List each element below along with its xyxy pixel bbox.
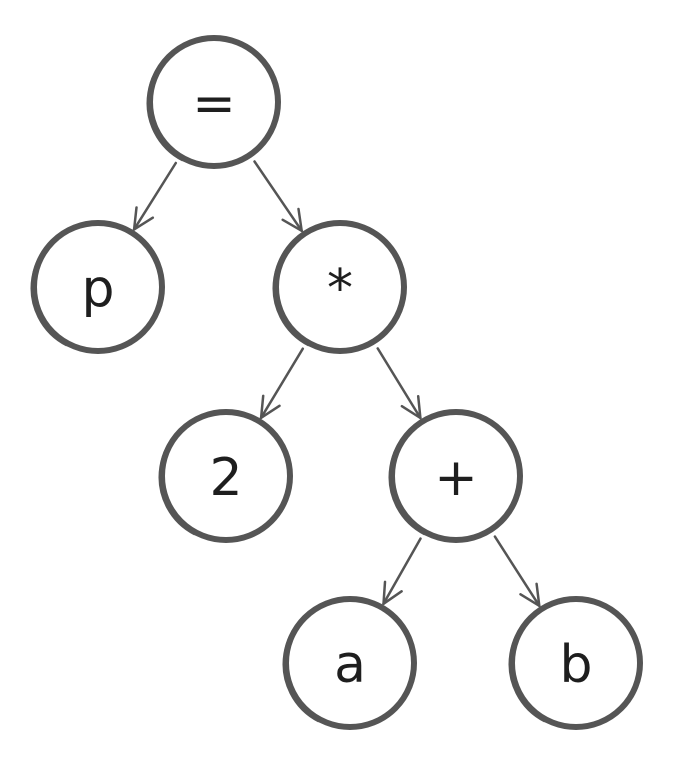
node-outline-accent	[146, 38, 203, 162]
tree-edges	[132, 160, 541, 608]
node-circle	[509, 596, 643, 730]
node-label: +	[434, 448, 478, 508]
node-label: p	[81, 259, 114, 319]
tree-node-a: a	[282, 596, 417, 730]
edge-line	[132, 161, 178, 231]
arrowhead-icon	[400, 394, 422, 420]
edge-line	[259, 347, 305, 420]
edge-plus-to-a	[382, 537, 422, 606]
tree-nodes: = p * 2 + a b	[30, 35, 643, 730]
edge-eq-to-mul	[253, 160, 303, 233]
tree-node-b: b	[508, 596, 643, 730]
node-circle	[159, 409, 293, 543]
node-circle	[31, 220, 165, 354]
tree-node-eq: =	[146, 35, 281, 169]
edge-eq-to-p	[132, 161, 178, 231]
arrowhead-icon	[259, 394, 281, 420]
arrowhead-icon	[281, 207, 303, 233]
edge-line	[253, 160, 303, 233]
node-label: b	[559, 635, 592, 695]
node-label: a	[334, 635, 366, 695]
edge-line	[382, 537, 422, 606]
node-outline-accent	[508, 599, 565, 723]
tree-node-plus: +	[388, 409, 523, 543]
node-label: *	[327, 259, 353, 319]
node-outline-accent	[282, 599, 339, 723]
node-circle	[273, 220, 407, 354]
edge-plus-to-b	[493, 535, 541, 608]
tree-node-mul: *	[272, 220, 407, 354]
edge-mul-to-plus	[376, 347, 422, 420]
edge-mul-to-two	[259, 347, 305, 420]
node-outline-accent	[30, 223, 87, 347]
node-circle	[283, 596, 417, 730]
tree-node-p: p	[30, 220, 165, 354]
arrowhead-icon	[382, 580, 403, 606]
edge-line	[376, 347, 422, 420]
node-circle	[147, 35, 281, 169]
node-label: =	[192, 74, 236, 134]
node-circle	[389, 409, 523, 543]
tree-node-two: 2	[158, 409, 293, 543]
arrowhead-icon	[132, 206, 155, 231]
edge-line	[493, 535, 541, 608]
arrowhead-icon	[519, 582, 541, 608]
node-outline-accent	[158, 412, 215, 536]
node-outline-accent	[272, 223, 329, 347]
node-label: 2	[209, 448, 242, 508]
node-outline-accent	[388, 412, 445, 536]
